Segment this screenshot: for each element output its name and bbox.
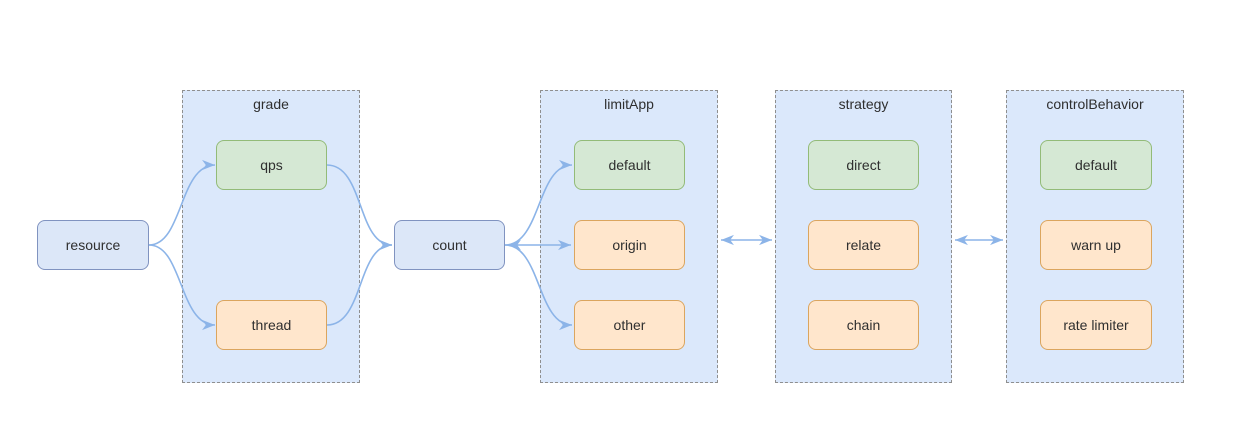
node-origin: origin bbox=[574, 220, 685, 270]
group-strategy-title: strategy bbox=[838, 96, 889, 112]
node-controlbehavior-default: default bbox=[1040, 140, 1152, 190]
node-other: other bbox=[574, 300, 685, 350]
node-limitapp-default: default bbox=[574, 140, 685, 190]
node-thread: thread bbox=[216, 300, 327, 350]
node-qps: qps bbox=[216, 140, 327, 190]
node-warn-up: warn up bbox=[1040, 220, 1152, 270]
group-limitapp-title: limitApp bbox=[604, 96, 654, 112]
node-relate: relate bbox=[808, 220, 919, 270]
node-chain: chain bbox=[808, 300, 919, 350]
group-controlbehavior-title: controlBehavior bbox=[1046, 96, 1144, 112]
node-count: count bbox=[394, 220, 505, 270]
node-direct: direct bbox=[808, 140, 919, 190]
node-resource: resource bbox=[37, 220, 149, 270]
group-grade-title: grade bbox=[253, 96, 289, 112]
node-rate-limiter: rate limiter bbox=[1040, 300, 1152, 350]
